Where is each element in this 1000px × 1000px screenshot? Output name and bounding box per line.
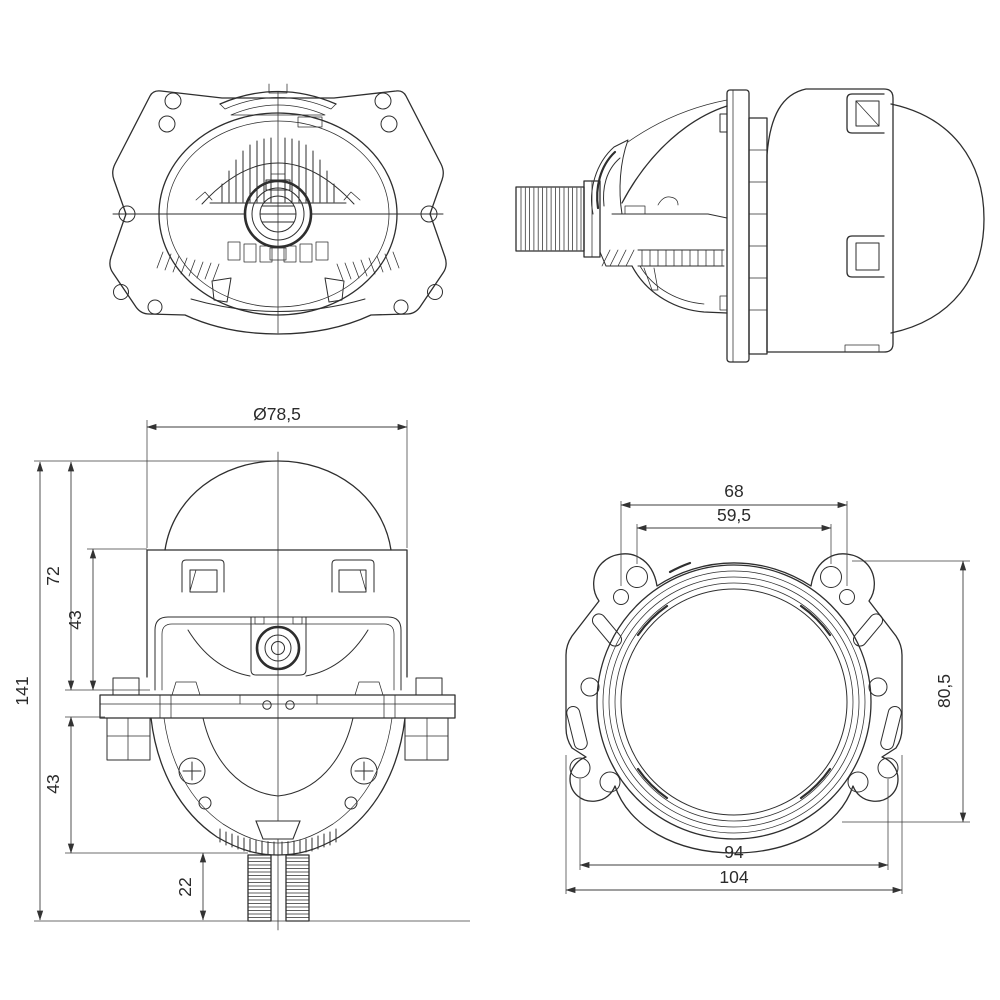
top-view-deflector-arc <box>219 90 337 105</box>
dim-top-span-outer: 68 <box>620 481 848 586</box>
adjuster-gear-horn <box>591 139 629 215</box>
top-view <box>109 83 447 335</box>
dim-plate-width-label: 104 <box>719 867 748 887</box>
dim-upper-section-label: 72 <box>43 566 63 585</box>
dim-bottom-hole-span-label: 94 <box>724 842 744 862</box>
dim-top-span-inner-label: 59,5 <box>717 505 751 525</box>
front-pivot-bracket <box>250 616 307 676</box>
dim-plate-width: 104 <box>565 755 903 894</box>
top-view-bracket-plate <box>109 90 447 335</box>
dim-plate-height-label: 80,5 <box>934 674 954 708</box>
side-view <box>515 88 985 363</box>
threaded-shaft <box>515 180 601 258</box>
dim-total-height-label: 141 <box>12 676 32 705</box>
front-clip-left <box>181 559 225 593</box>
front-screw-right <box>350 757 378 785</box>
dim-stud-length: 22 <box>175 852 207 921</box>
front-rib-band <box>219 828 337 856</box>
dim-lens-diameter: Ø78,5 <box>146 404 408 548</box>
dim-lower-section-label: 43 <box>43 774 63 793</box>
front-housing <box>146 549 408 678</box>
side-mounting-plate <box>719 89 768 363</box>
rear-mount-plate <box>565 553 903 854</box>
front-screw-left <box>178 757 206 785</box>
front-view <box>99 451 456 931</box>
dim-lower-section: 43 <box>43 716 248 854</box>
side-ribbed-band <box>601 249 725 267</box>
dim-lens-diameter-label: Ø78,5 <box>253 404 301 424</box>
top-view-adjuster <box>243 173 313 249</box>
holder-clip-lower <box>846 235 885 278</box>
front-lower-bowl <box>150 717 406 856</box>
dim-top-span-outer-label: 68 <box>724 481 743 501</box>
dimension-annotations: Ø78,5 141 72 43 43 22 <box>12 404 970 922</box>
dim-upper-section: 72 <box>43 461 150 691</box>
dim-plate-height: 80,5 <box>842 560 970 823</box>
front-threaded-stud <box>247 854 310 922</box>
lower-fins-right <box>336 251 400 281</box>
dim-housing-height: 43 <box>65 548 147 691</box>
reflector-silhouette <box>621 105 728 204</box>
front-clip-right <box>331 559 375 593</box>
dim-top-span-inner: 59,5 <box>636 505 832 564</box>
rear-bolt-holes <box>569 566 899 793</box>
dim-stud-length-label: 22 <box>175 877 195 896</box>
dim-total-height: 141 <box>12 460 470 922</box>
lower-fins-left <box>156 251 220 281</box>
heatsink-fins <box>209 137 347 204</box>
lens-holder-block <box>766 88 894 353</box>
front-flange <box>99 677 456 761</box>
rear-lens-barrel-rings <box>596 561 872 840</box>
side-dome-lens <box>890 103 985 334</box>
heatsink-envelope <box>201 162 355 205</box>
dim-housing-height-label: 43 <box>65 610 85 629</box>
rear-view <box>565 553 903 854</box>
lower-teeth-row <box>227 241 329 263</box>
dim-bottom-hole-span: 94 <box>579 779 889 870</box>
holder-clip-upper <box>846 93 885 134</box>
rear-corner-slots <box>566 613 902 751</box>
